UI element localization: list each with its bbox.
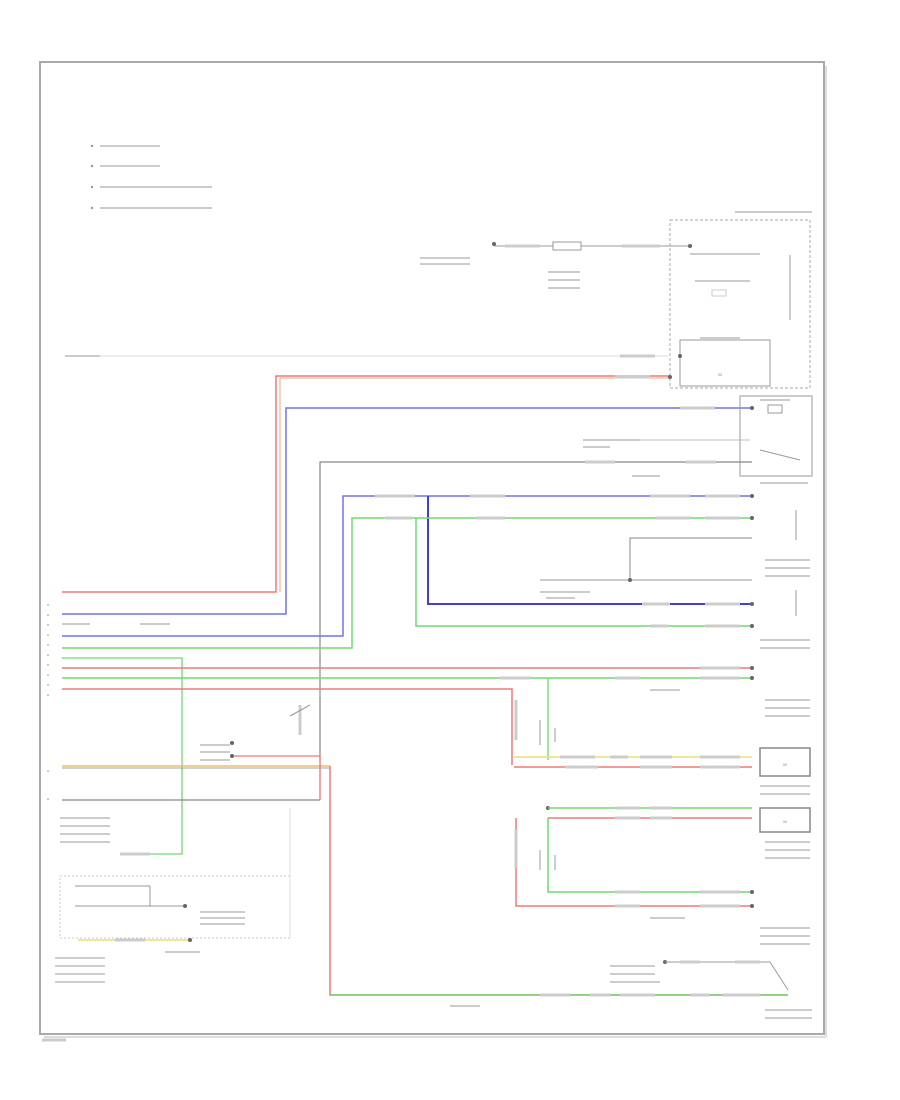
wire-blue-1 <box>62 406 754 615</box>
rear-gate-block <box>450 960 812 1019</box>
left-front-door-block <box>55 808 291 983</box>
wire-bundle-middle <box>62 657 810 855</box>
left-connector-pins <box>47 604 170 806</box>
right-front-door-block: M <box>514 747 811 795</box>
ignition-switch-circuit <box>420 241 692 289</box>
wire-green-1 <box>62 516 754 649</box>
wire-gray-top <box>65 354 682 358</box>
power-door-lock-block <box>540 510 810 649</box>
right-rear-door-block: M <box>546 806 811 859</box>
rear-wiper-switch-block <box>739 395 813 484</box>
wire-gray-2 <box>319 439 752 800</box>
combination-meter-block: M <box>669 211 812 389</box>
left-rear-door-block <box>514 818 810 945</box>
wire-blue-2 <box>62 494 754 637</box>
wire-branches-doors <box>514 678 556 760</box>
diagram-frame <box>39 61 825 1035</box>
svg-text:M: M <box>783 762 786 767</box>
legend <box>90 144 212 210</box>
svg-text:M: M <box>718 372 721 377</box>
wire-red-orange <box>62 375 672 593</box>
svg-text:M: M <box>783 819 786 824</box>
wire-orange-lower <box>62 704 788 996</box>
